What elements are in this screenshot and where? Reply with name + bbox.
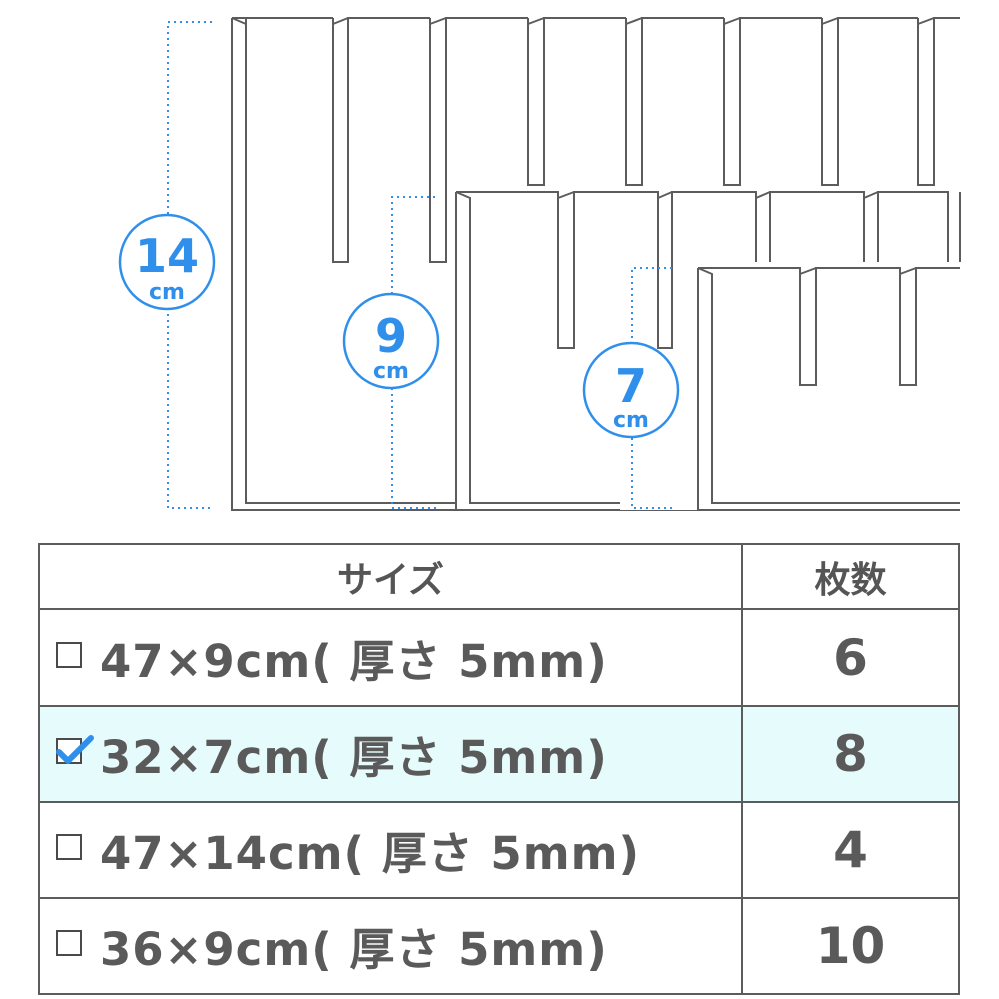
table-row[interactable]: 47×9cm( 厚さ 5mm) 6 xyxy=(38,608,960,707)
size-option[interactable]: 47×14cm( 厚さ 5mm) xyxy=(38,800,743,899)
header-count: 枚数 xyxy=(741,542,960,611)
table-row[interactable]: 36×9cm( 厚さ 5mm) 10 xyxy=(38,896,960,996)
label-7-value: 7 xyxy=(615,359,647,413)
checkbox-unchecked[interactable] xyxy=(56,929,82,956)
size-label: 47×9cm( 厚さ 5mm) xyxy=(100,635,608,689)
dimension-label-14cm: 14 cm xyxy=(118,213,216,311)
size-label: 47×14cm( 厚さ 5mm) xyxy=(100,827,641,881)
table-header: サイズ 枚数 xyxy=(38,542,960,611)
table-row-selected[interactable]: 32×7cm( 厚さ 5mm) 8 xyxy=(38,704,960,803)
label-14-unit: cm xyxy=(149,280,185,305)
checkbox-checked[interactable] xyxy=(56,734,94,764)
count-value: 4 xyxy=(741,800,960,899)
label-7-unit: cm xyxy=(613,408,649,433)
checkbox-unchecked[interactable] xyxy=(56,833,82,860)
label-9-unit: cm xyxy=(373,359,409,384)
label-9-value: 9 xyxy=(375,309,407,363)
size-label: 36×9cm( 厚さ 5mm) xyxy=(100,923,608,977)
count-value: 8 xyxy=(741,704,960,803)
size-label: 32×7cm( 厚さ 5mm) xyxy=(100,731,608,785)
header-size: サイズ xyxy=(38,542,743,611)
board-7cm-stack xyxy=(697,267,960,511)
size-option[interactable]: 36×9cm( 厚さ 5mm) xyxy=(38,896,743,996)
table-row[interactable]: 47×14cm( 厚さ 5mm) 4 xyxy=(38,800,960,899)
size-option[interactable]: 32×7cm( 厚さ 5mm) xyxy=(38,704,743,803)
checkbox-unchecked[interactable] xyxy=(56,641,82,668)
size-option[interactable]: 47×9cm( 厚さ 5mm) xyxy=(38,608,743,707)
count-value: 6 xyxy=(741,608,960,707)
count-value: 10 xyxy=(741,896,960,996)
label-14-value: 14 xyxy=(135,229,199,283)
dimension-label-9cm: 9 cm xyxy=(342,292,440,390)
divider-board-diagram: 14 cm 9 cm 7 cm xyxy=(118,17,961,511)
dimension-label-7cm: 7 cm xyxy=(582,341,680,439)
dimension-line-7cm xyxy=(631,267,676,509)
checkmark-icon xyxy=(56,734,94,764)
size-table: サイズ 枚数 47×9cm( 厚さ 5mm) 6 32×7cm( 厚さ 5mm)… xyxy=(38,542,960,996)
dimension-line-14cm xyxy=(167,21,212,509)
